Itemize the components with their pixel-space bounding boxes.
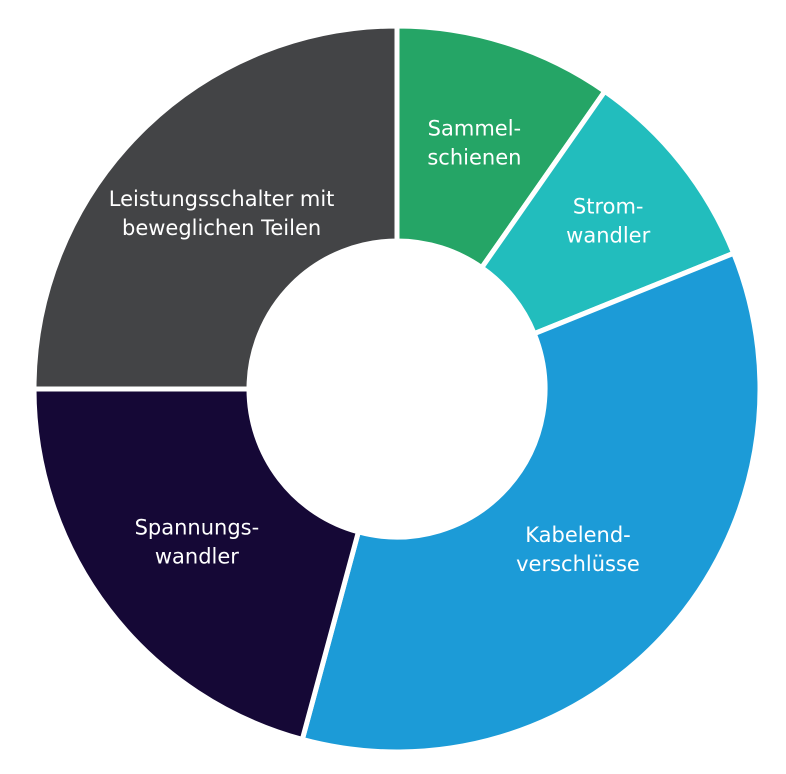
slice-label-0-line-1: schienen — [427, 145, 521, 169]
slice-label-0: Sammel-schienen — [427, 116, 521, 169]
slice-label-4-line-0: Leistungsschalter mit — [109, 187, 335, 211]
slice-label-4-line-1: beweglichen Teilen — [122, 216, 321, 240]
slice-label-2-line-1: verschlüsse — [516, 552, 640, 576]
slice-label-2-line-0: Kabelend- — [525, 523, 631, 547]
slice-1 — [478, 87, 737, 337]
slice-label-3-line-1: wandler — [155, 545, 239, 569]
labels-group: Sammel-schienenStrom-wandlerKabelend-ver… — [109, 116, 651, 576]
slice-label-3: Spannungs-wandler — [135, 516, 260, 569]
slice-label-1-line-0: Strom- — [573, 194, 644, 218]
slice-label-1: Strom-wandler — [566, 194, 650, 247]
slice-label-3-line-0: Spannungs- — [135, 516, 260, 540]
slice-label-2: Kabelend-verschlüsse — [516, 523, 640, 576]
slice-4 — [31, 23, 400, 392]
slice-0 — [394, 23, 609, 272]
slices-group — [31, 23, 763, 755]
slice-2 — [299, 249, 763, 755]
slice-3 — [31, 386, 362, 743]
slice-label-1-line-1: wandler — [566, 223, 650, 247]
slice-label-0-line-0: Sammel- — [428, 116, 521, 140]
slice-label-4: Leistungsschalter mit beweglichen Teilen — [109, 187, 335, 240]
